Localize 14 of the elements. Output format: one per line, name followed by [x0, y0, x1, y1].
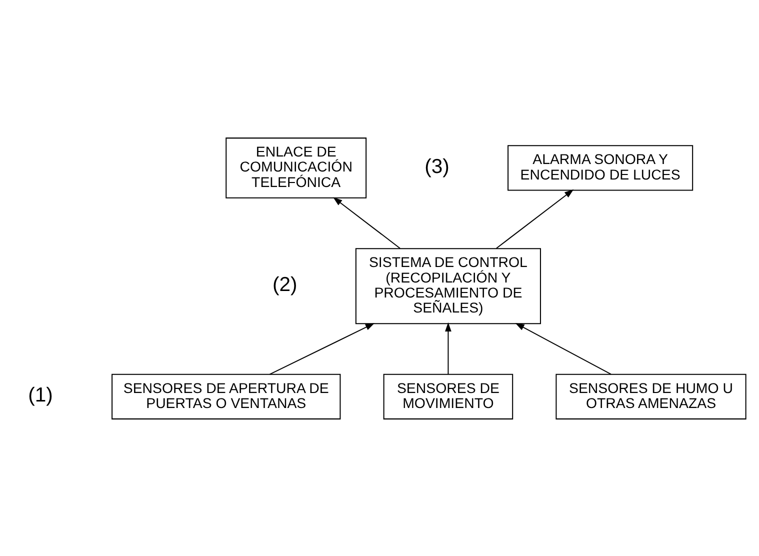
node-box: SENSORES DE MOVIMIENTO: [383, 373, 514, 419]
node-box: SENSORES DE APERTURA DE PUERTAS O VENTANAS: [112, 373, 341, 419]
label: (2): [272, 274, 298, 296]
arrow: [445, 322, 452, 374]
node-box: ENLACE DE COMUNICACIÓN TELEFÓNICA: [226, 137, 367, 198]
arrow: [515, 322, 612, 374]
label: (3): [424, 156, 450, 178]
label: (1): [28, 384, 53, 406]
arrow: [270, 322, 375, 374]
node-box: ALARMA SONORA Y ENCENDIDO DE LUCES: [508, 144, 694, 190]
node-box: SENSORES DE HUMO U OTRAS AMENAZAS: [556, 373, 746, 419]
arrow: [333, 196, 400, 248]
node-box: SISTEMA DE CONTROL (RECOPILACIÓN Y PROCESAMIENTO DE SEÑALES): [355, 248, 541, 324]
arrow: [496, 188, 574, 248]
